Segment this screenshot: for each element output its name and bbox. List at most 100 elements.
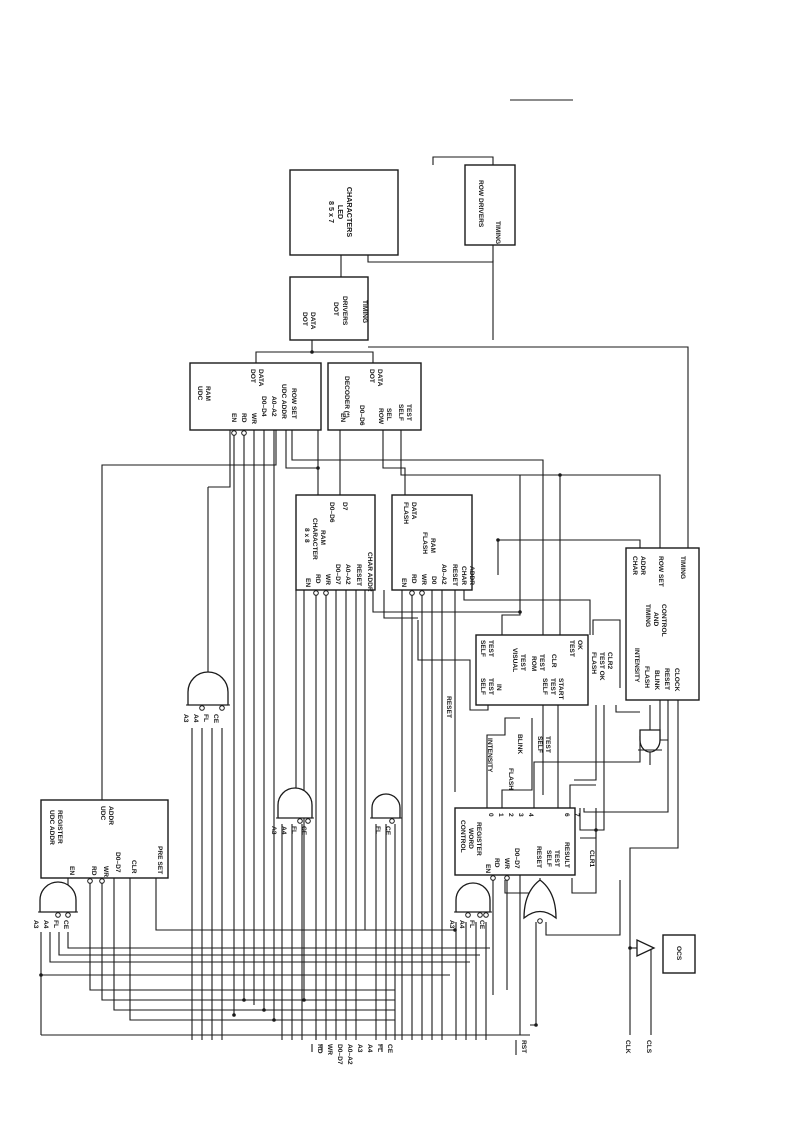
udcreg-pin-rd: RD — [90, 866, 97, 876]
cwr-bit-7: 7 — [573, 813, 580, 817]
st-in-3: IN — [495, 684, 502, 691]
cwr-pin-rd: RD — [493, 858, 500, 868]
flash-ram-title-1: FLASH — [421, 532, 428, 554]
tc-char: CHAR — [631, 556, 638, 575]
wiring — [40, 156, 689, 1040]
tc-title-3: CONTROL — [660, 604, 667, 637]
udc-ram-title-2: RAM — [204, 386, 211, 402]
bus-labels: RD WR D0–D7 A0–A2 A3 A4 FL CE RST CLK CL… — [316, 1040, 652, 1065]
svg-text:FL: FL — [290, 826, 297, 834]
decoder-pin-data: D0–D6 — [358, 405, 365, 426]
svg-text:CE: CE — [478, 920, 485, 930]
char-ram-pin-addr: A0–A2 — [344, 564, 351, 585]
pin-bubbles — [87, 430, 510, 884]
or-gate-reset — [523, 879, 557, 924]
cwr-bit-0: 0 — [487, 813, 494, 817]
tc-in-intensity: INTENSITY — [633, 648, 640, 683]
cwr-pin-wr: WR — [503, 858, 510, 869]
bus-a4: A4 — [366, 1044, 373, 1053]
udc-pin-row-set: ROW SET — [290, 388, 297, 419]
char-ram-pin-rd: RD — [314, 574, 321, 584]
svg-text:CE: CE — [62, 920, 69, 930]
flash-pin-addr: A0–A2 — [440, 564, 447, 585]
svg-text:CE: CE — [384, 826, 391, 836]
flash-pin-wr: WR — [420, 574, 427, 585]
timing-control-block: CHAR ADDR ROW SET TIMING TIMING AND CONT… — [625, 547, 700, 701]
st-clr: CLR — [550, 654, 557, 668]
char-ram-pin-char-addr: CHAR ADDR — [366, 552, 373, 592]
st-visual: VISUAL — [511, 648, 518, 672]
decoder-data: DATA — [376, 369, 383, 387]
dot-drivers-block: DOT DATA DOT DRIVERS TIMING — [289, 276, 369, 341]
st-rom-test: TEST — [538, 654, 545, 671]
udcreg-title-2: REGISTER — [56, 810, 63, 844]
side-labels: RESET INTENSITY FLASH BLINK SELF TEST CL… — [445, 696, 595, 868]
tc-in-reset: RESET — [663, 668, 670, 690]
flash-pin-d0: D0 — [430, 576, 437, 585]
udc-addr-register-block: UDC ADDR REGISTER UDC ADDR EN RD WR D0–D… — [40, 799, 169, 879]
st-self: SELF — [479, 640, 486, 657]
udc-pin-rd: RD — [240, 413, 247, 423]
svg-text:CE: CE — [300, 826, 307, 836]
char-ram-d7: D7 — [341, 502, 348, 511]
tc-title-1: TIMING — [644, 604, 651, 627]
char-ram-d0d6: D0–D6 — [328, 502, 335, 523]
st-in-2: TEST — [487, 678, 494, 695]
udc-pin-wr: WR — [250, 413, 257, 424]
udcreg-pin-data: D0–D7 — [114, 852, 121, 873]
decoder-dot: DOT — [368, 369, 375, 383]
udc-ram-title-1: UDC — [196, 386, 203, 401]
cwr-pin-reset: RESET — [535, 846, 542, 868]
dot-drivers-dot: DOT — [301, 312, 308, 326]
tc-title-2: AND — [652, 612, 659, 627]
bus-data: D0–D7 — [336, 1044, 343, 1065]
decoder-pin-row: ROW — [377, 408, 384, 425]
udcreg-pin-en: EN — [68, 866, 75, 875]
tc-timing: TIMING — [679, 556, 686, 579]
flash-test-ok-3: CLR2 — [606, 652, 613, 670]
svg-text:A4: A4 — [458, 920, 465, 929]
dot-drivers-data: DATA — [309, 312, 316, 330]
and-gate-blink — [638, 729, 662, 753]
udc-ram-data: DATA — [257, 369, 264, 387]
udcreg-out-2: ADDR — [107, 806, 114, 825]
row-drivers-title: ROW DRIVERS — [477, 180, 484, 228]
and-gate-udc — [38, 881, 78, 918]
ocs-block: OCS — [662, 934, 696, 974]
clr1-label: CLR1 — [588, 850, 595, 868]
self-label: SELF — [536, 736, 543, 753]
svg-text:A4: A4 — [280, 826, 287, 835]
char-ram-pin-wr: WR — [324, 574, 331, 585]
svg-text:FL: FL — [374, 826, 381, 834]
cwr-pin-test: TEST — [553, 850, 560, 867]
cwr-bit-1: 1 — [497, 813, 504, 817]
bus-cls: CLS — [645, 1040, 652, 1054]
udc-pin-en: EN — [230, 413, 237, 422]
char-ram-title-1: 8 x 8 — [303, 528, 310, 543]
bus-rst: RST — [520, 1040, 527, 1053]
character-ram-block: 8 x 8 CHARACTER RAM D0–D6 D7 EN RD WR D0… — [295, 494, 376, 592]
led-characters-block: 8 5 x 7 LED CHARACTERS — [289, 169, 399, 256]
bus-fl: FL — [376, 1044, 383, 1052]
udcreg-title-1: UDC ADDR — [48, 810, 55, 845]
bus-clk: CLK — [624, 1040, 631, 1054]
decoder-title: DECODER (*) — [343, 376, 350, 418]
cwr-pin-en: EN — [484, 864, 491, 873]
cwr-pin-result: RESULT — [563, 842, 570, 868]
flash-ram-data-out: DATA — [410, 502, 417, 520]
cwr-title-3: REGISTER — [475, 822, 482, 856]
flash-pin-reset: RESET — [451, 564, 458, 586]
overbars — [311, 1040, 517, 1055]
test-label: TEST — [544, 736, 551, 753]
bus-addr: A0–A2 — [346, 1044, 353, 1065]
and-gate-cwr — [454, 882, 492, 918]
udc-pin-udc-addr: UDC ADDR — [280, 384, 287, 419]
cwr-title-2: WORD — [467, 828, 474, 849]
char-ram-pin-reset: RESET — [355, 564, 362, 586]
flash-pin-en: EN — [400, 578, 407, 587]
flash-pin-rd: RD — [410, 574, 417, 584]
flash-test-ok-labels: FLASH TEST OK CLR2 — [590, 652, 613, 681]
decoder-pin-en: EN — [339, 413, 346, 422]
st-start-1: SELF — [541, 678, 548, 695]
